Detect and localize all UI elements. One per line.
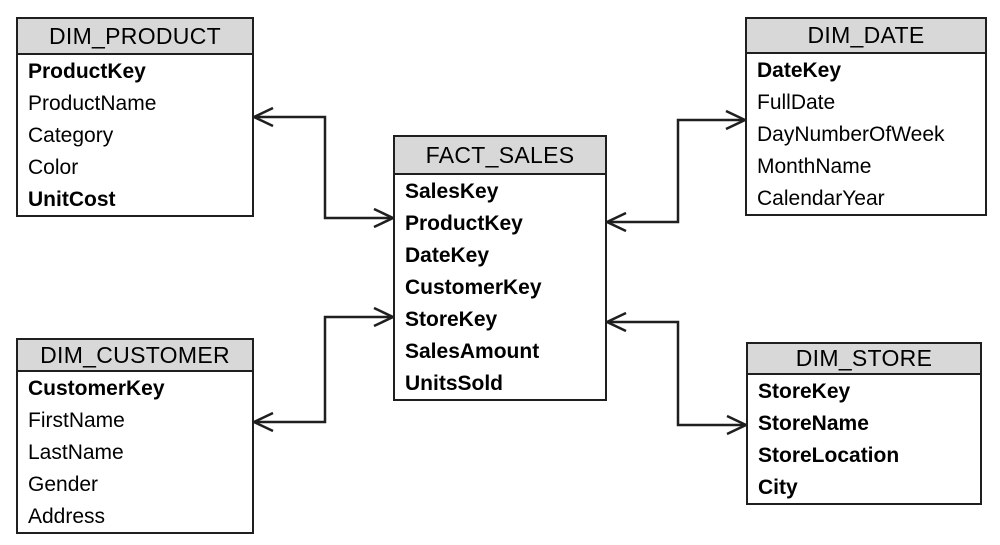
field-color: Color — [28, 156, 79, 179]
table-header-dim-product: DIM_PRODUCT — [18, 19, 252, 55]
arrowhead-icon — [725, 109, 748, 131]
field-calendaryear: CalendarYear — [757, 187, 885, 210]
arrowhead-icon — [604, 311, 627, 333]
table-header-dim-date: DIM_DATE — [747, 19, 985, 54]
field-gender: Gender — [28, 473, 99, 496]
field-salesamount: SalesAmount — [405, 340, 540, 363]
field-address: Address — [28, 505, 106, 528]
field-storename: StoreName — [758, 412, 869, 435]
field-unitssold: UnitsSold — [405, 372, 503, 395]
field-productkey: ProductKey — [405, 212, 523, 235]
field-datekey: DateKey — [757, 59, 842, 82]
arrowhead-icon — [604, 211, 627, 233]
arrowhead-icon — [726, 414, 749, 436]
field-customerkey: CustomerKey — [28, 377, 165, 400]
connector-fact-sales-dim-store — [604, 311, 749, 436]
field-category: Category — [28, 124, 114, 147]
arrowhead-icon — [251, 411, 274, 433]
connector-fact-sales-dim-date — [604, 109, 748, 233]
arrowhead-icon — [373, 306, 396, 328]
field-customerkey: CustomerKey — [405, 276, 542, 299]
arrowhead-icon — [251, 106, 274, 128]
table-header-fact-sales: FACT_SALES — [395, 137, 605, 175]
field-fulldate: FullDate — [757, 91, 836, 114]
field-firstname: FirstName — [28, 409, 125, 432]
connector-dim-product-fact-sales — [251, 106, 396, 229]
field-lastname: LastName — [28, 441, 124, 464]
connector-dim-customer-fact-sales — [251, 306, 396, 433]
table-header-dim-store: DIM_STORE — [748, 344, 980, 375]
field-daynumberofweek: DayNumberOfWeek — [757, 123, 945, 146]
field-monthname: MonthName — [757, 155, 872, 178]
field-datekey: DateKey — [405, 244, 490, 267]
field-storelocation: StoreLocation — [758, 444, 900, 467]
table-header-dim-customer: DIM_CUSTOMER — [18, 340, 252, 372]
field-unitcost: UnitCost — [28, 188, 116, 211]
field-productkey: ProductKey — [28, 60, 146, 83]
field-storekey: StoreKey — [405, 308, 498, 331]
field-saleskey: SalesKey — [405, 180, 499, 203]
field-productname: ProductName — [28, 92, 157, 115]
field-city: City — [758, 476, 798, 499]
field-storekey: StoreKey — [758, 380, 851, 403]
arrowhead-icon — [373, 207, 396, 229]
